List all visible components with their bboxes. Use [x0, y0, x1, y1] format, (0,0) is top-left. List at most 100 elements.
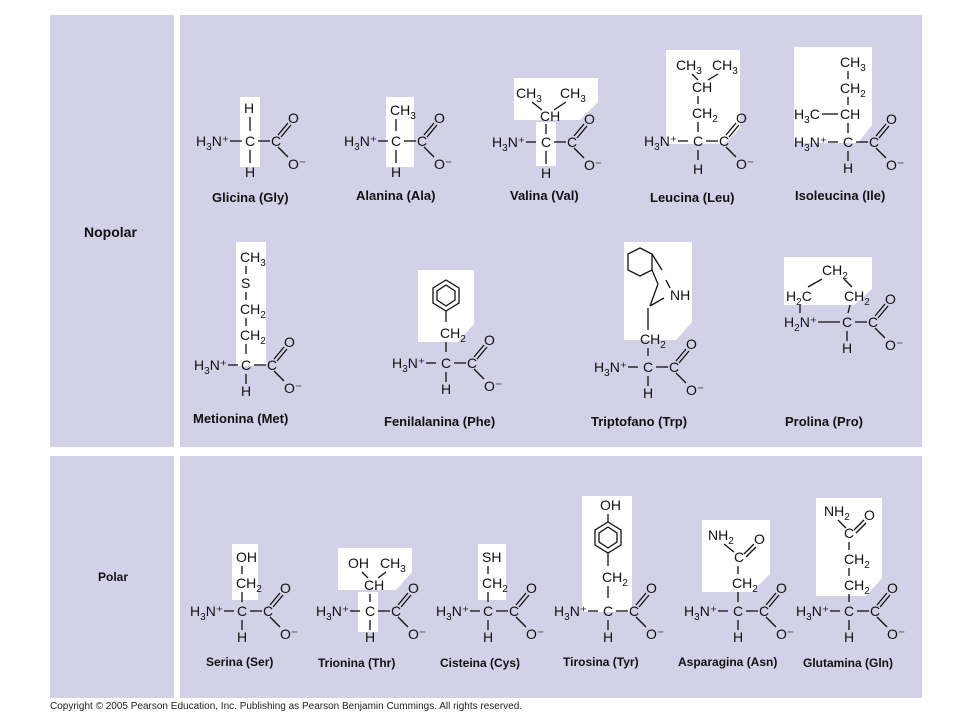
svg-text:CH2: CH2 [844, 577, 870, 597]
svg-text:C: C [643, 359, 653, 375]
svg-text:H: H [483, 629, 493, 645]
svg-text:CH2: CH2 [840, 80, 866, 100]
svg-text:C: C [842, 314, 852, 330]
svg-text:CH2: CH2 [602, 569, 628, 589]
svg-text:C: C [441, 355, 451, 371]
nonpolar-label: Nopolar [84, 224, 137, 240]
svg-text:O⁻: O⁻ [288, 156, 306, 172]
svg-text:H: H [603, 629, 613, 645]
svg-text:CH3: CH3 [676, 57, 702, 77]
svg-text:H: H [843, 160, 853, 176]
svg-text:O: O [885, 291, 896, 307]
proline-label: Prolina (Pro) [785, 414, 864, 429]
svg-text:H: H [237, 629, 247, 645]
svg-text:C: C [417, 133, 427, 149]
svg-text:O: O [864, 507, 875, 523]
asparagine-label: Asparagina (Asn) [678, 655, 778, 669]
tyrosine-label: Tirosina (Tyr) [563, 655, 639, 669]
svg-text:O⁻: O⁻ [776, 626, 794, 642]
serine-structure: OH CH2 H3N⁺ C H C O O⁻ [190, 544, 298, 645]
svg-text:C: C [237, 603, 247, 619]
alanine-structure: CH3 H3N⁺ C H C O O⁻ [344, 97, 452, 180]
svg-text:H3N⁺: H3N⁺ [344, 133, 377, 153]
svg-text:O⁻: O⁻ [284, 380, 302, 396]
svg-text:H3N⁺: H3N⁺ [392, 355, 425, 375]
svg-text:CH: CH [540, 108, 560, 124]
svg-text:C: C [263, 603, 273, 619]
svg-text:C: C [734, 549, 744, 565]
svg-text:H: H [693, 161, 703, 177]
svg-text:O: O [584, 111, 595, 127]
svg-text:O: O [434, 110, 445, 126]
svg-text:O: O [686, 336, 697, 352]
svg-text:H: H [241, 383, 251, 399]
svg-text:H3N⁺: H3N⁺ [794, 134, 827, 154]
svg-text:O⁻: O⁻ [434, 156, 452, 172]
svg-text:CH3: CH3 [560, 85, 586, 105]
svg-text:C: C [870, 603, 880, 619]
svg-text:O: O [886, 111, 897, 127]
svg-text:H3N⁺: H3N⁺ [194, 357, 227, 377]
svg-text:H3N⁺: H3N⁺ [796, 603, 829, 623]
copyright-notice: Copyright © 2005 Pearson Education, Inc.… [50, 701, 523, 712]
svg-text:CH2: CH2 [640, 331, 666, 351]
svg-text:CH2: CH2 [440, 325, 466, 345]
svg-text:O: O [284, 334, 295, 350]
svg-text:O⁻: O⁻ [646, 626, 664, 642]
svg-text:H3N⁺: H3N⁺ [684, 603, 717, 623]
svg-text:C: C [483, 603, 493, 619]
svg-text:O: O [646, 580, 657, 596]
cysteine-label: Cisteina (Cys) [440, 656, 521, 670]
svg-text:CH3: CH3 [390, 102, 416, 122]
leucine-label: Leucina (Leu) [650, 190, 735, 205]
tryptophan-structure: NH CH2 H3N⁺ C H C O O⁻ [594, 242, 704, 401]
svg-text:O⁻: O⁻ [886, 157, 904, 173]
svg-text:O: O [736, 110, 747, 126]
svg-text:CH2: CH2 [822, 262, 848, 282]
svg-text:H: H [244, 100, 254, 116]
svg-text:CH2: CH2 [240, 301, 266, 321]
svg-text:O⁻: O⁻ [484, 378, 502, 394]
svg-text:SH: SH [482, 549, 501, 565]
svg-text:O⁻: O⁻ [885, 337, 903, 353]
svg-text:O⁻: O⁻ [887, 626, 905, 642]
valine-structure: CH3 CH3 CH H3N⁺ C H C O O⁻ [492, 78, 602, 181]
svg-text:NH: NH [670, 287, 690, 303]
svg-text:CH3: CH3 [240, 249, 266, 269]
svg-text:NH2: NH2 [824, 503, 850, 523]
svg-text:O⁻: O⁻ [686, 382, 704, 398]
svg-text:C: C [719, 133, 729, 149]
svg-text:CH2: CH2 [732, 575, 758, 595]
svg-text:C: C [271, 133, 281, 149]
svg-text:H2N⁺: H2N⁺ [784, 314, 817, 334]
leucine-structure: CH3 CH3 CH CH2 H3N⁺ C H C O O⁻ [644, 50, 754, 177]
svg-text:C: C [267, 357, 277, 373]
svg-text:O: O [484, 332, 495, 348]
svg-text:H3C: H3C [794, 106, 820, 126]
svg-text:CH2: CH2 [692, 105, 718, 125]
methionine-structure: CH3 S CH2 CH2 H3N⁺ C H C O O⁻ [194, 242, 302, 399]
svg-text:O⁻: O⁻ [526, 626, 544, 642]
svg-text:CH: CH [364, 577, 384, 593]
svg-text:C: C [759, 603, 769, 619]
threonine-structure: OH CH3 CH H3N⁺ C H C O O⁻ [316, 548, 426, 645]
svg-text:H3N⁺: H3N⁺ [190, 603, 223, 623]
svg-text:C: C [843, 134, 853, 150]
glycine-structure: H H3N⁺ C H C O O⁻ [196, 97, 306, 180]
svg-text:C: C [391, 133, 401, 149]
svg-text:H3N⁺: H3N⁺ [492, 134, 525, 154]
svg-text:H: H [245, 164, 255, 180]
svg-text:O⁻: O⁻ [584, 157, 602, 173]
nonpolar-panel [50, 15, 922, 447]
svg-text:C: C [603, 603, 613, 619]
svg-text:C: C [241, 357, 251, 373]
svg-text:CH3: CH3 [840, 54, 866, 74]
alanine-label: Alanina (Ala) [356, 188, 436, 203]
svg-text:O: O [526, 580, 537, 596]
svg-text:H3N⁺: H3N⁺ [644, 133, 677, 153]
svg-text:H3N⁺: H3N⁺ [316, 603, 349, 623]
phenylalanine-structure: CH2 H3N⁺ C H C O O⁻ [392, 270, 502, 397]
methionine-label: Metionina (Met) [193, 411, 289, 426]
svg-text:C: C [733, 603, 743, 619]
proline-structure: CH2 H2C CH2 H2N⁺ C H C O O⁻ [784, 257, 903, 356]
